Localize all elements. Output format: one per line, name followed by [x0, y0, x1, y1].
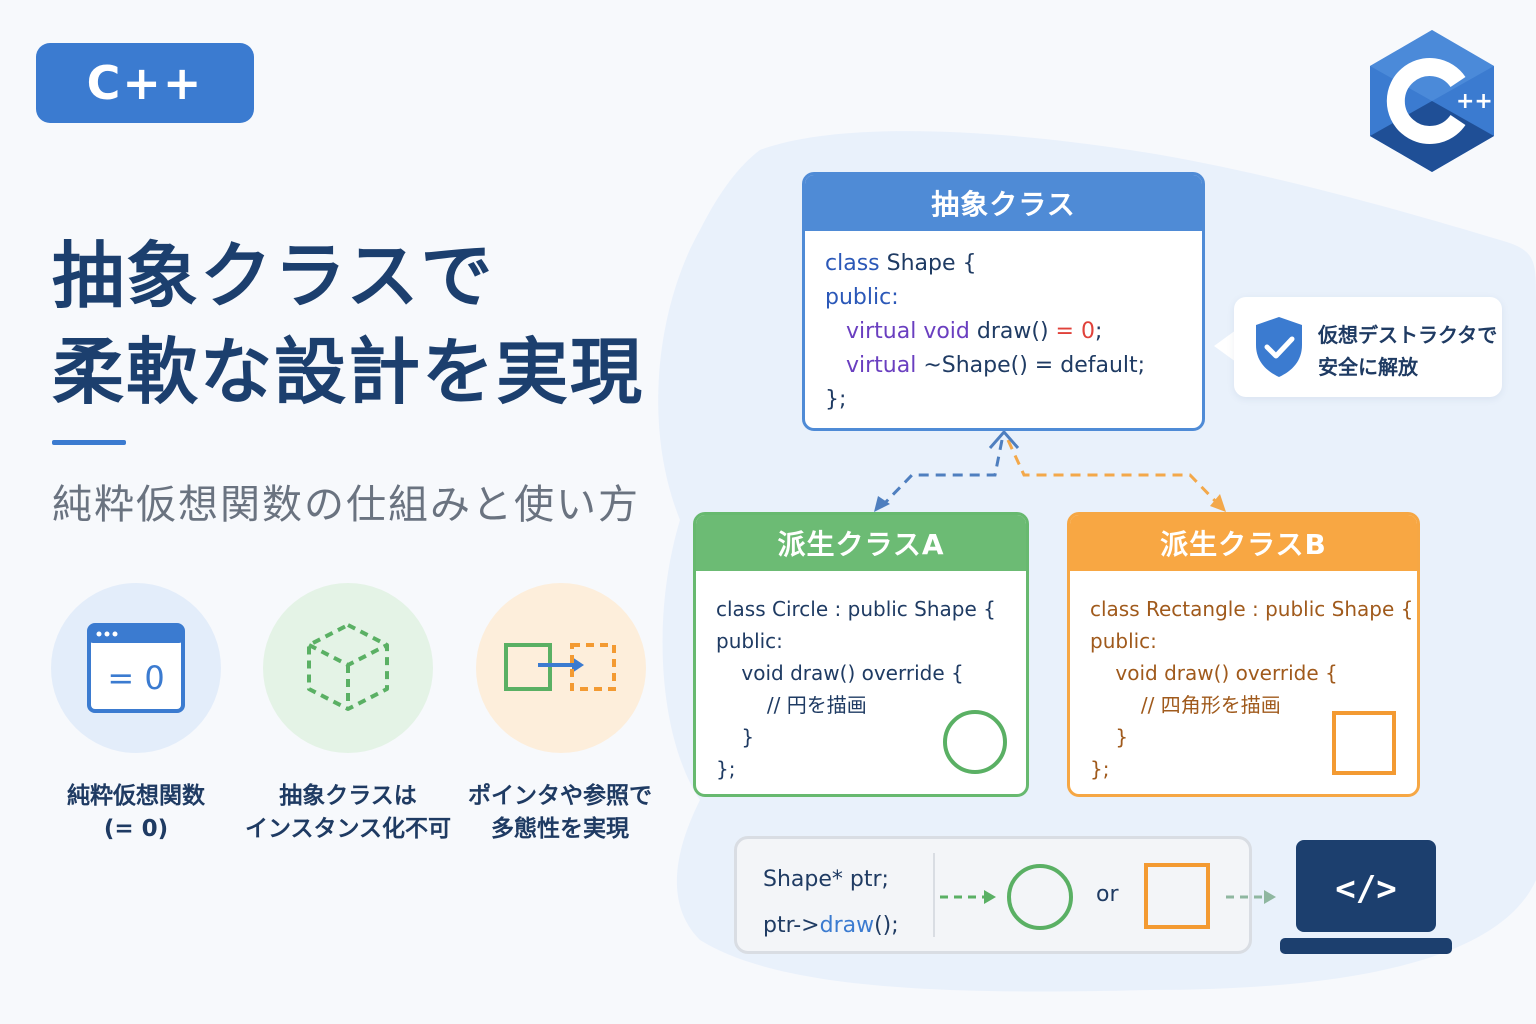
code-line: class Circle : public Shape { — [716, 597, 996, 621]
code-line: }; — [1090, 757, 1110, 781]
code-laptop-icon: </> — [1280, 840, 1452, 954]
code-line: } — [1090, 725, 1129, 749]
code-line: void draw() override { — [1090, 661, 1338, 685]
callout-line-1: 仮想デストラクタで — [1318, 323, 1498, 347]
page-subtitle: 純粋仮想関数の仕組みと使い方 — [52, 482, 640, 528]
dashed-cube-icon — [307, 623, 389, 711]
callout-line-2: 安全に解放 — [1318, 355, 1418, 379]
logo-plus: ++ — [1456, 89, 1493, 114]
code-comment: // 四角形を描画 — [1090, 693, 1281, 717]
code-text: }; — [825, 387, 847, 412]
title-line-1: 抽象クラスで — [52, 234, 495, 318]
usage-divider — [933, 853, 935, 937]
derived-class-a-card: 派生クラスA class Circle : public Shape { publ… — [693, 512, 1029, 797]
feature-1-line-2: (= 0) — [103, 816, 169, 842]
code-pure-specifier: = 0 — [1055, 319, 1095, 344]
code-line: } — [716, 725, 755, 749]
feature-3-line-1: ポインタや参照で — [468, 783, 652, 809]
code-keyword: virtual — [845, 353, 917, 378]
derived-a-header: 派生クラスA — [696, 515, 1026, 571]
feature-label-polymorphism: ポインタや参照で 多態性を実現 — [450, 780, 670, 846]
cpp-logo-icon: ++ — [1370, 30, 1494, 172]
derived-a-code: class Circle : public Shape { public: voi… — [696, 571, 1026, 785]
usage-code: Shape* ptr; ptr->draw(); — [763, 857, 899, 949]
laptop-code-glyph: </> — [1335, 869, 1396, 909]
code-line: void draw() override { — [716, 661, 964, 685]
code-line: public: — [1090, 629, 1157, 653]
code-keyword: void — [923, 319, 970, 344]
code-text: ; — [1094, 319, 1103, 344]
circle-icon — [943, 710, 1007, 774]
code-access: public: — [825, 285, 899, 310]
derived-class-b-card: 派生クラスB class Rectangle : public Shape { p… — [1067, 512, 1420, 797]
usage-line-1: Shape* ptr; — [763, 867, 889, 892]
title-line-2: 柔軟な設計を実現 — [52, 330, 645, 414]
derived-b-code: class Rectangle : public Shape {public: … — [1070, 571, 1417, 785]
code-text: ~Shape() = default; — [916, 353, 1146, 378]
callout-text: 仮想デストラクタで 安全に解放 — [1318, 319, 1497, 383]
code-line: public: — [716, 629, 783, 653]
code-line: }; — [716, 757, 736, 781]
square-icon — [1332, 711, 1396, 775]
pointer-arrow-icon — [504, 643, 616, 691]
cpp-badge: C++ — [36, 43, 254, 123]
abstract-class-header: 抽象クラス — [805, 175, 1202, 231]
code-keyword: class — [825, 251, 880, 276]
feature-label-pure-virtual: 純粋仮想関数 (= 0) — [26, 780, 246, 846]
usage-line-2: ptr->draw(); — [763, 903, 899, 949]
code-text: draw() — [969, 319, 1056, 344]
polymorphism-usage-box: Shape* ptr; ptr->draw(); — [734, 836, 1252, 954]
code-method: draw — [819, 913, 875, 938]
code-text: Shape { — [879, 251, 977, 276]
code-text: ptr-> — [763, 913, 820, 938]
abstract-class-card: 抽象クラス class Shape { public: virtual void … — [802, 172, 1205, 431]
equals-zero-text: = 0 — [107, 659, 164, 697]
abstract-class-code: class Shape { public: virtual void draw()… — [805, 231, 1202, 417]
feature-3-line-2: 多態性を実現 — [491, 816, 629, 842]
feature-label-no-instantiation: 抽象クラスは インスタンス化不可 — [238, 780, 458, 846]
feature-no-instantiation — [263, 583, 433, 753]
destructor-callout: 仮想デストラクタで 安全に解放 — [1234, 297, 1502, 397]
feature-polymorphism — [476, 583, 646, 753]
code-comment: // 円を描画 — [716, 693, 867, 717]
page-title: 抽象クラスで 柔軟な設計を実現 — [52, 228, 644, 420]
feature-2-line-1: 抽象クラスは — [279, 783, 417, 809]
feature-pure-virtual: = 0 — [51, 583, 221, 753]
or-label: or — [1096, 882, 1119, 907]
feature-2-line-2: インスタンス化不可 — [244, 816, 452, 842]
code-keyword: virtual — [845, 319, 917, 344]
feature-1-line-1: 純粋仮想関数 — [67, 783, 205, 809]
shield-check-icon — [1256, 317, 1302, 377]
code-text: (); — [874, 913, 899, 938]
code-line: class Rectangle : public Shape { — [1090, 597, 1414, 621]
derived-b-header: 派生クラスB — [1070, 515, 1417, 571]
title-underline — [52, 440, 126, 445]
window-equals-zero-icon: = 0 — [87, 623, 185, 713]
